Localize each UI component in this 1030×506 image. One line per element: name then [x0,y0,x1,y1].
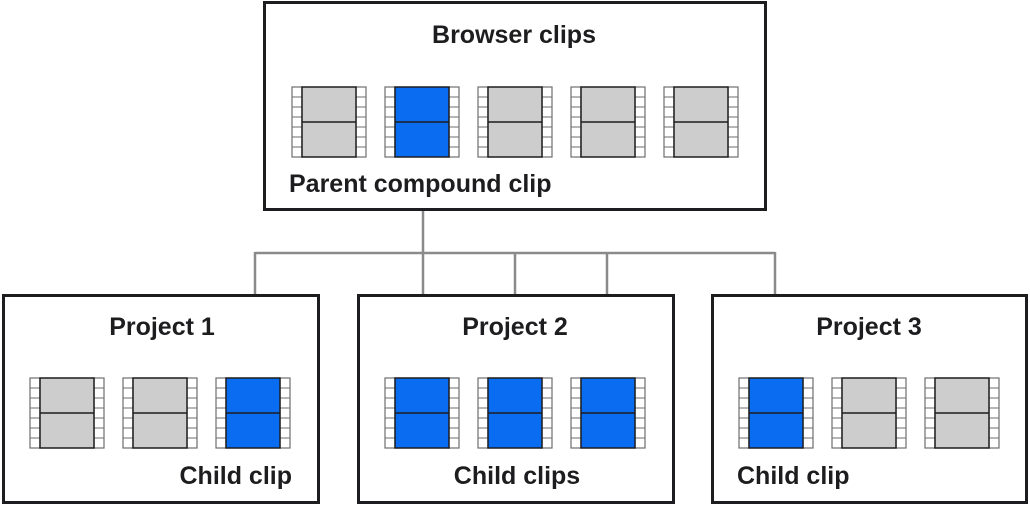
project1-box: Project 1 Child clip [2,294,320,504]
project3-clip-row [738,377,1000,449]
film-clip-gray-icon [831,377,907,449]
project2-title: Project 2 [462,313,568,341]
project1-title: Project 1 [109,313,215,341]
browser-caption: Parent compound clip [289,170,552,198]
film-clip-blue-icon [738,377,814,449]
film-clip-blue-icon [215,377,291,449]
film-clip-gray-icon [924,377,1000,449]
film-clip-gray-icon [122,377,198,449]
film-clip-blue-icon [570,377,646,449]
browser-clips-box: Browser clips Parent compound clip [263,1,767,211]
film-clip-blue-icon [384,86,460,158]
project3-title: Project 3 [816,313,922,341]
film-clip-gray-icon [291,86,367,158]
film-clip-gray-icon [663,86,739,158]
film-clip-gray-icon [570,86,646,158]
film-clip-blue-icon [477,377,553,449]
browser-title: Browser clips [432,21,596,49]
project1-clip-row [29,377,291,449]
project2-box: Project 2 Child clips [357,294,675,504]
film-clip-blue-icon [384,377,460,449]
project3-caption: Child clip [737,462,850,490]
film-clip-gray-icon [477,86,553,158]
project2-clip-row [384,377,646,449]
browser-clip-row [291,86,739,158]
project2-caption: Child clips [454,462,580,490]
project3-box: Project 3 Child clip [711,294,1028,504]
film-clip-gray-icon [29,377,105,449]
project1-caption: Child clip [180,462,293,490]
